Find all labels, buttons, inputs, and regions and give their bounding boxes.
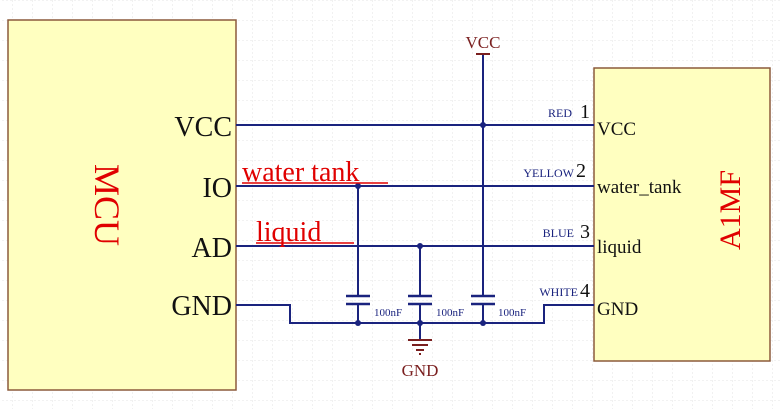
sensor-pin-water-tank-label: water_tank bbox=[597, 177, 682, 198]
junction-gnd-3 bbox=[480, 320, 486, 326]
capacitor-1-value: 100nF bbox=[374, 307, 402, 319]
mcu-pin-gnd-label: GND bbox=[171, 291, 232, 322]
wire-color-blue-label: BLUE bbox=[543, 226, 574, 240]
sensor-pin-liquid-label: liquid bbox=[597, 237, 642, 258]
mcu-pin-io-label: IO bbox=[202, 173, 232, 204]
mcu-body bbox=[7, 19, 237, 391]
wire-color-red-label: RED bbox=[548, 106, 572, 120]
capacitor-2-value: 100nF bbox=[436, 307, 464, 319]
wire-color-yellow-label: YELLOW bbox=[523, 166, 574, 180]
capacitor-2 bbox=[408, 294, 432, 306]
capacitor-3-value: 100nF bbox=[498, 307, 526, 319]
mcu-pin-ad-label: AD bbox=[192, 233, 232, 264]
capacitor-3 bbox=[471, 294, 495, 306]
junction-vcc bbox=[480, 122, 486, 128]
mcu-name: MCU bbox=[87, 164, 127, 246]
wire-color-white-label: WHITE bbox=[539, 285, 578, 299]
sensor-pin-1-number: 1 bbox=[580, 101, 590, 123]
gnd-power-label: GND bbox=[402, 361, 439, 380]
junction-io bbox=[355, 183, 361, 189]
sensor-name: A1MF bbox=[714, 170, 747, 250]
sensor-pin-2-number: 2 bbox=[576, 160, 586, 182]
sensor-body bbox=[593, 67, 771, 362]
vcc-power-symbol: VCC bbox=[466, 33, 501, 55]
sensor-pin-vcc-label: VCC bbox=[597, 119, 636, 140]
sensor-pin-4-number: 4 bbox=[580, 280, 590, 302]
junction-gnd-2 bbox=[417, 320, 423, 326]
capacitor-1 bbox=[346, 294, 370, 306]
vcc-power-label: VCC bbox=[466, 33, 501, 52]
junction-gnd-1 bbox=[355, 320, 361, 326]
gnd-power-symbol: GND bbox=[402, 339, 439, 380]
sensor-pin-gnd-label: GND bbox=[597, 299, 638, 320]
sensor-pin-3-number: 3 bbox=[580, 221, 590, 243]
mcu-pin-vcc-label: VCC bbox=[174, 112, 232, 143]
junction-ad bbox=[417, 243, 423, 249]
